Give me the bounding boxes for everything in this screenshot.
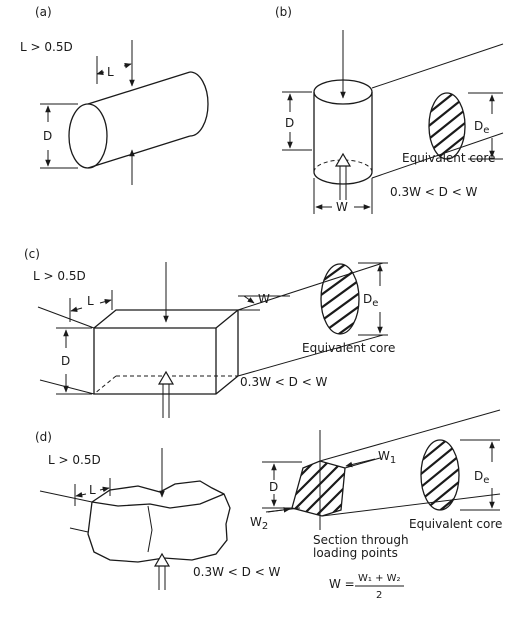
width-label: W [336, 200, 348, 214]
load-arrow-bottom [334, 152, 352, 200]
width-formula: W = W₁ + W₂ 2 [329, 573, 404, 601]
w2-label: W2 [250, 515, 268, 532]
diameter-dimension: D [282, 91, 312, 151]
diameter-label: D [269, 480, 278, 494]
formula-lhs: W = [329, 577, 355, 591]
equivalent-diameter-dimension: De [468, 92, 503, 160]
diameter-label: D [61, 354, 70, 368]
length-label: L [87, 294, 94, 308]
load-arrow-bottom [153, 552, 171, 590]
w2-dimension: W2 [250, 507, 301, 532]
panel-a-length-condition: L > 0.5D [20, 40, 73, 54]
width-label: W [258, 292, 270, 306]
diameter-dimension: D [262, 461, 302, 509]
equivalent-diameter-label: De [474, 469, 489, 486]
panel-c: (c) L > 0.5D L [24, 247, 395, 418]
length-label: L [107, 65, 114, 79]
equivalent-diameter-label: De [363, 292, 378, 309]
length-label: L [89, 483, 96, 497]
width-dimension: W [216, 292, 290, 311]
length-dimension: L [96, 47, 133, 84]
length-dimension: L [74, 478, 111, 506]
length-dimension: L [69, 290, 113, 322]
w1-label: W1 [378, 449, 396, 466]
formula-numerator: W₁ + W₂ [358, 573, 401, 584]
diameter-dimension: D [40, 103, 78, 169]
section-label-line2: loading points [313, 546, 398, 560]
panel-b: (b) D W [275, 5, 504, 214]
section-label-line1: Section through [313, 533, 409, 547]
cylinder-specimen [68, 71, 209, 169]
equivalent-diameter-dimension: De [358, 262, 388, 336]
formula-denominator: 2 [376, 590, 382, 601]
panel-c-length-condition: L > 0.5D [33, 269, 86, 283]
size-range-label: 0.3W < D < W [193, 565, 281, 579]
size-range-label: 0.3W < D < W [390, 185, 478, 199]
equivalent-diameter-label: De [474, 119, 489, 136]
panel-b-tag: (b) [275, 5, 292, 19]
equivalent-core-label: Equivalent core [402, 151, 495, 165]
w1-dimension: W1 [344, 449, 396, 469]
size-range-label: 0.3W < D < W [240, 375, 328, 389]
diameter-label: D [285, 116, 294, 130]
diameter-dimension: D [56, 327, 92, 395]
load-arrow-bottom [157, 370, 175, 418]
panel-d: (d) L > 0.5D L [35, 409, 502, 601]
diameter-label: D [43, 129, 52, 143]
equivalent-core-section [320, 263, 360, 335]
equivalent-core-label: Equivalent core [302, 341, 395, 355]
panel-a-tag: (a) [35, 5, 52, 19]
width-dimension: W [313, 178, 373, 214]
equivalent-core-section [428, 92, 466, 160]
panel-c-tag: (c) [24, 247, 40, 261]
irregular-lump-specimen [87, 480, 231, 563]
panel-a: (a) L > 0.5D L D [20, 5, 209, 185]
equivalent-core-label: Equivalent core [409, 517, 502, 531]
panel-d-length-condition: L > 0.5D [48, 453, 101, 467]
equivalent-diameter-dimension: De [460, 439, 500, 511]
panel-d-tag: (d) [35, 430, 52, 444]
